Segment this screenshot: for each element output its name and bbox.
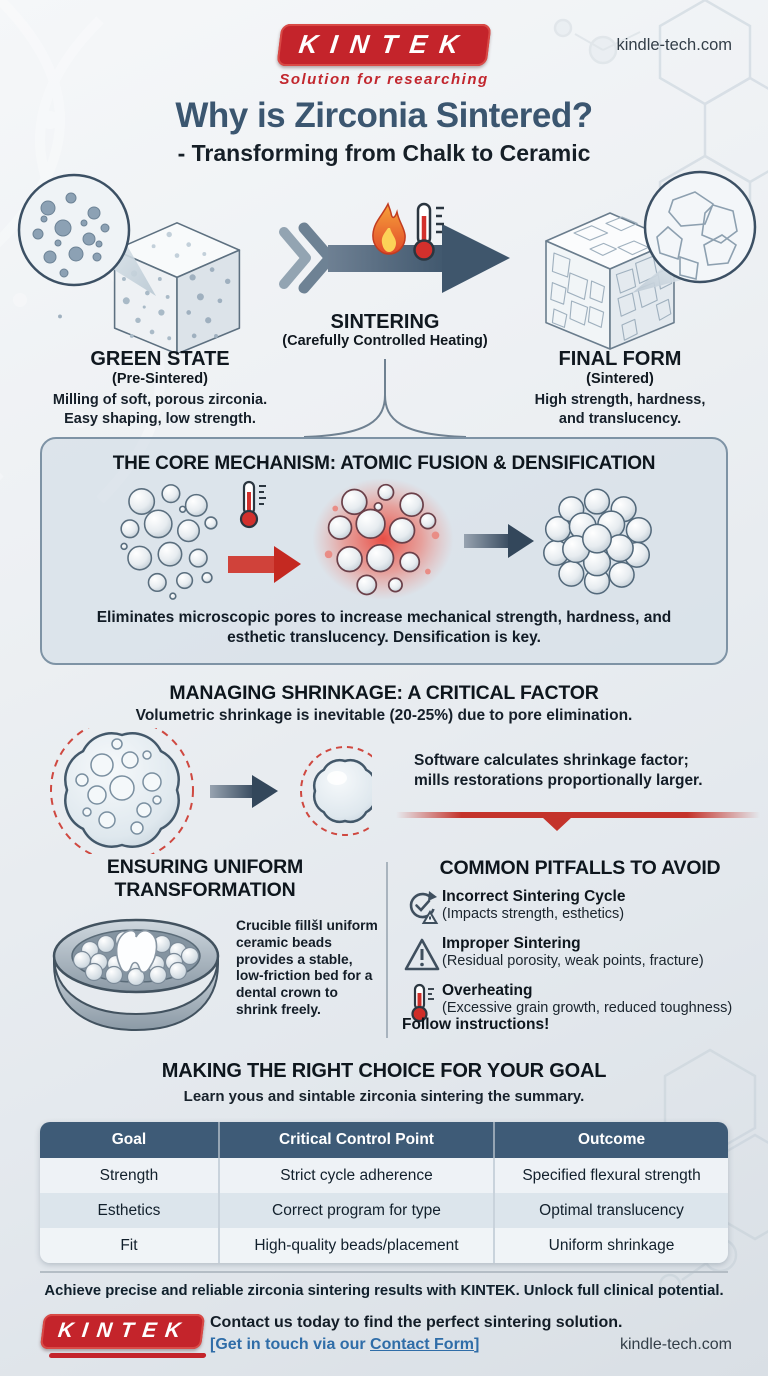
choice-subtitle: Learn yous and sintable zirconia sinteri… [183, 1088, 585, 1105]
warning-triangle-icon [404, 938, 440, 971]
shrinkage-note-2: mills restorations proportionally larger… [414, 772, 703, 789]
pitfall-title: Improper Sintering [442, 935, 581, 952]
green-state-title: GREEN STATE [90, 348, 230, 370]
chevrons-icon [279, 222, 336, 294]
pitfall-desc: (Excessive grain growth, reduced toughne… [442, 999, 733, 1016]
sintering-subtitle: (Carefully Controlled Heating) [282, 333, 488, 349]
sintering-arrow-illustration [279, 202, 510, 294]
thermometer-icon [411, 983, 434, 1023]
table-row: Fit High-quality beads/placement Uniform… [40, 1228, 728, 1263]
kintek-logo-text: KINTEK [297, 29, 473, 59]
densify-arrow-icon [464, 524, 534, 558]
column-header-outcome: Outcome [493, 1122, 728, 1158]
flame-icon [372, 202, 406, 255]
pitfalls-footer: Follow instructions! [402, 1016, 550, 1033]
red-arrow-icon [228, 546, 301, 583]
kintek-logo-text: KINTEK [56, 1319, 191, 1342]
table-row: Strength Strict cycle adherence Specifie… [40, 1158, 728, 1193]
footer-contact-link-line: [Get in touch via our Contact Form] [210, 1336, 479, 1354]
pitfall-title: Overheating [442, 982, 533, 999]
final-form-subtitle: (Sintered) [586, 371, 654, 387]
cell-outcome: Uniform shrinkage [493, 1228, 728, 1263]
choice-table: Goal Critical Control Point Outcome Stre… [40, 1122, 728, 1263]
cell-goal: Esthetics [97, 1201, 161, 1219]
contact-link-prefix: [Get in touch via our [210, 1336, 371, 1353]
green-state-desc-2: Easy shaping, low strength. [64, 411, 256, 427]
shrinkage-note-1: Software calculates shrinkage factor; [414, 752, 689, 769]
core-mechanism-title: THE CORE MECHANISM: ATOMIC FUSION & DENS… [112, 453, 656, 474]
cell-goal: Strength [99, 1166, 159, 1184]
green-state-subtitle: (Pre-Sintered) [112, 371, 208, 387]
footer-contact-line: Contact us today to find the perfect sin… [210, 1314, 623, 1331]
footer-tagline: Achieve precise and reliable zirconia si… [44, 1283, 724, 1299]
page-title: Why is Zirconia Sintered? [175, 96, 593, 135]
footer-website: kindle-tech.com [619, 1336, 732, 1353]
contact-form-link[interactable]: Contact Form [370, 1336, 475, 1353]
fusing-particles-illustration [312, 478, 454, 601]
pitfall-desc: (Residual porosity, weak points, fractur… [442, 952, 704, 969]
green-state-cube-illustration [17, 173, 241, 353]
header-logo: KINTEK Solution for researching [0, 24, 768, 88]
cell-control: Strict cycle adherence [217, 1158, 495, 1193]
thermometer-icon [413, 202, 444, 261]
pitfall-item-improper-sintering: Improper Sintering (Residual porosity, w… [402, 935, 766, 974]
choice-table-wrap: Goal Critical Control Point Outcome Stre… [40, 1122, 728, 1263]
heat-arrow-illustration [228, 480, 301, 583]
pitfalls-title: COMMON PITFALLS TO AVOID [439, 857, 721, 879]
shrinkage-subtitle: Volumetric shrinkage is inevitable (20-2… [135, 707, 633, 724]
densified-particles-illustration [543, 488, 652, 595]
cell-goal: Fit [120, 1236, 138, 1254]
kintek-logo-badge: KINTEK [39, 1314, 206, 1349]
header-website: kindle-tech.com [616, 36, 732, 54]
column-header-goal: Goal [40, 1122, 219, 1158]
column-header-control-point: Critical Control Point [217, 1122, 495, 1158]
pitfalls-list: Incorrect Sintering Cycle (Impacts stren… [402, 888, 766, 1031]
final-form-cube-illustration [545, 170, 757, 350]
footer-logo: KINTEK [39, 1314, 206, 1349]
final-form-title: FINAL FORM [558, 348, 682, 370]
logo-tagline: Solution for researching [279, 71, 489, 88]
cell-control: High-quality beads/placement [217, 1228, 495, 1263]
cell-outcome: Optimal translucency [493, 1193, 728, 1228]
loose-particles-illustration [120, 484, 218, 600]
final-form-desc-1: High strength, hardness, [534, 392, 706, 408]
green-state-desc-1: Milling of soft, porous zirconia. [52, 392, 268, 408]
pitfall-title: Incorrect Sintering Cycle [442, 888, 626, 905]
crucible-illustration [52, 918, 220, 1032]
sintering-cycle-gauge-icon [409, 891, 439, 924]
page-subtitle: - Transforming from Chalk to Ceramic [177, 140, 591, 166]
uniform-desc: Crucible fillšl uniform ceramic beads pr… [236, 918, 378, 1018]
footer-divider [40, 1271, 728, 1273]
cell-outcome: Specified flexural strength [493, 1158, 728, 1193]
pitfall-item-incorrect-cycle: Incorrect Sintering Cycle (Impacts stren… [402, 888, 766, 927]
choice-title: MAKING THE RIGHT CHOICE FOR YOUR GOAL [161, 1060, 607, 1082]
final-form-desc-2: and translucency. [558, 411, 682, 427]
contact-link-suffix: ] [474, 1336, 480, 1353]
connector-line [303, 359, 467, 438]
uniform-title-2: TRANSFORMATION [114, 879, 296, 901]
pitfall-desc: (Impacts strength, esthetics) [442, 905, 625, 922]
column-divider [386, 862, 388, 1038]
sintering-title: SINTERING [330, 311, 440, 333]
cell-control: Correct program for type [217, 1193, 495, 1228]
core-mechanism-illustration [60, 478, 708, 604]
thermometer-icon [239, 480, 266, 529]
shrinkage-title: MANAGING SHRINKAGE: A CRITICAL FACTOR [169, 682, 599, 704]
shrinkage-illustration [50, 728, 372, 854]
core-mechanism-caption: Eliminates microscopic pores to increase… [96, 609, 672, 647]
table-row: Esthetics Correct program for type Optim… [40, 1193, 728, 1228]
red-pointer-divider [396, 812, 760, 831]
table-header-row: Goal Critical Control Point Outcome [40, 1122, 728, 1158]
pitfall-item-overheating: Overheating (Excessive grain growth, red… [402, 982, 766, 1023]
uniform-title-1: ENSURING UNIFORM [106, 856, 304, 878]
kintek-logo-badge: KINTEK [276, 24, 492, 66]
